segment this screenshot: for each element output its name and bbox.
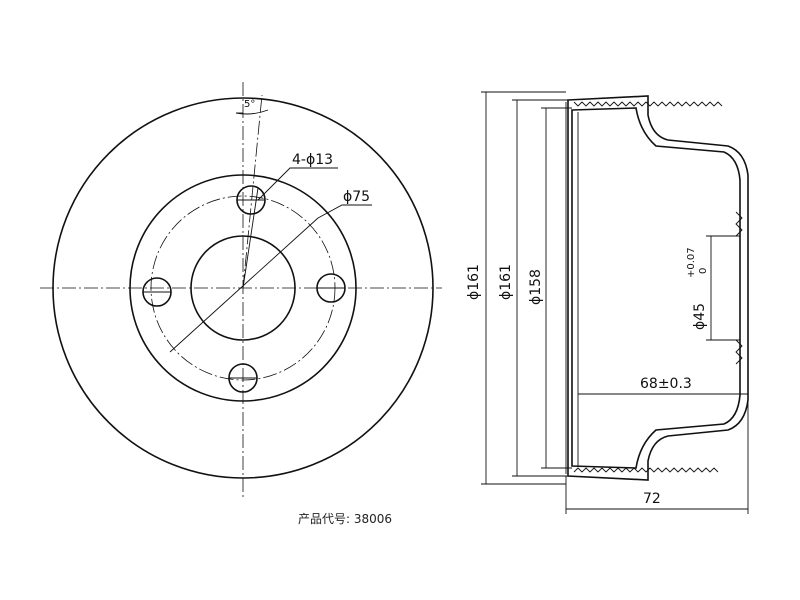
- dim-45-label: ϕ45: [692, 303, 708, 330]
- product-code-caption: 产品代号: 38006: [298, 512, 392, 526]
- top-serration: [573, 101, 723, 107]
- angle-label: 5°: [244, 99, 255, 110]
- holes-leader-line: [257, 167, 338, 201]
- hole-center-marks: [143, 199, 345, 379]
- front-view: 5° 4-ϕ13 ϕ75: [40, 82, 442, 500]
- pcd-label: ϕ75: [343, 189, 370, 205]
- side-view: ϕ161 ϕ161 ϕ158 ϕ45 +0.07 0 68±0.3 72: [466, 91, 749, 514]
- bolt-hole-leader: [242, 187, 259, 289]
- angled-hole-centerline: [242, 94, 263, 289]
- pcd-dimension-line: [169, 217, 319, 353]
- bottom-serration: [573, 467, 719, 473]
- dim-72-label: 72: [643, 491, 661, 507]
- dim-45-tol-lower: 0: [698, 268, 709, 274]
- dim-161-inner-label: ϕ161: [498, 264, 514, 300]
- dim-161-outer-label: ϕ161: [466, 264, 482, 300]
- drum-inner-profile: [571, 107, 741, 469]
- drum-outer-profile: [567, 95, 749, 481]
- holes-label: 4-ϕ13: [292, 152, 333, 168]
- dim-45-tol-upper: +0.07: [686, 247, 697, 278]
- hub-face-hatch: [735, 211, 743, 365]
- dim-68-label: 68±0.3: [640, 376, 692, 392]
- dim-158-label: ϕ158: [528, 269, 544, 305]
